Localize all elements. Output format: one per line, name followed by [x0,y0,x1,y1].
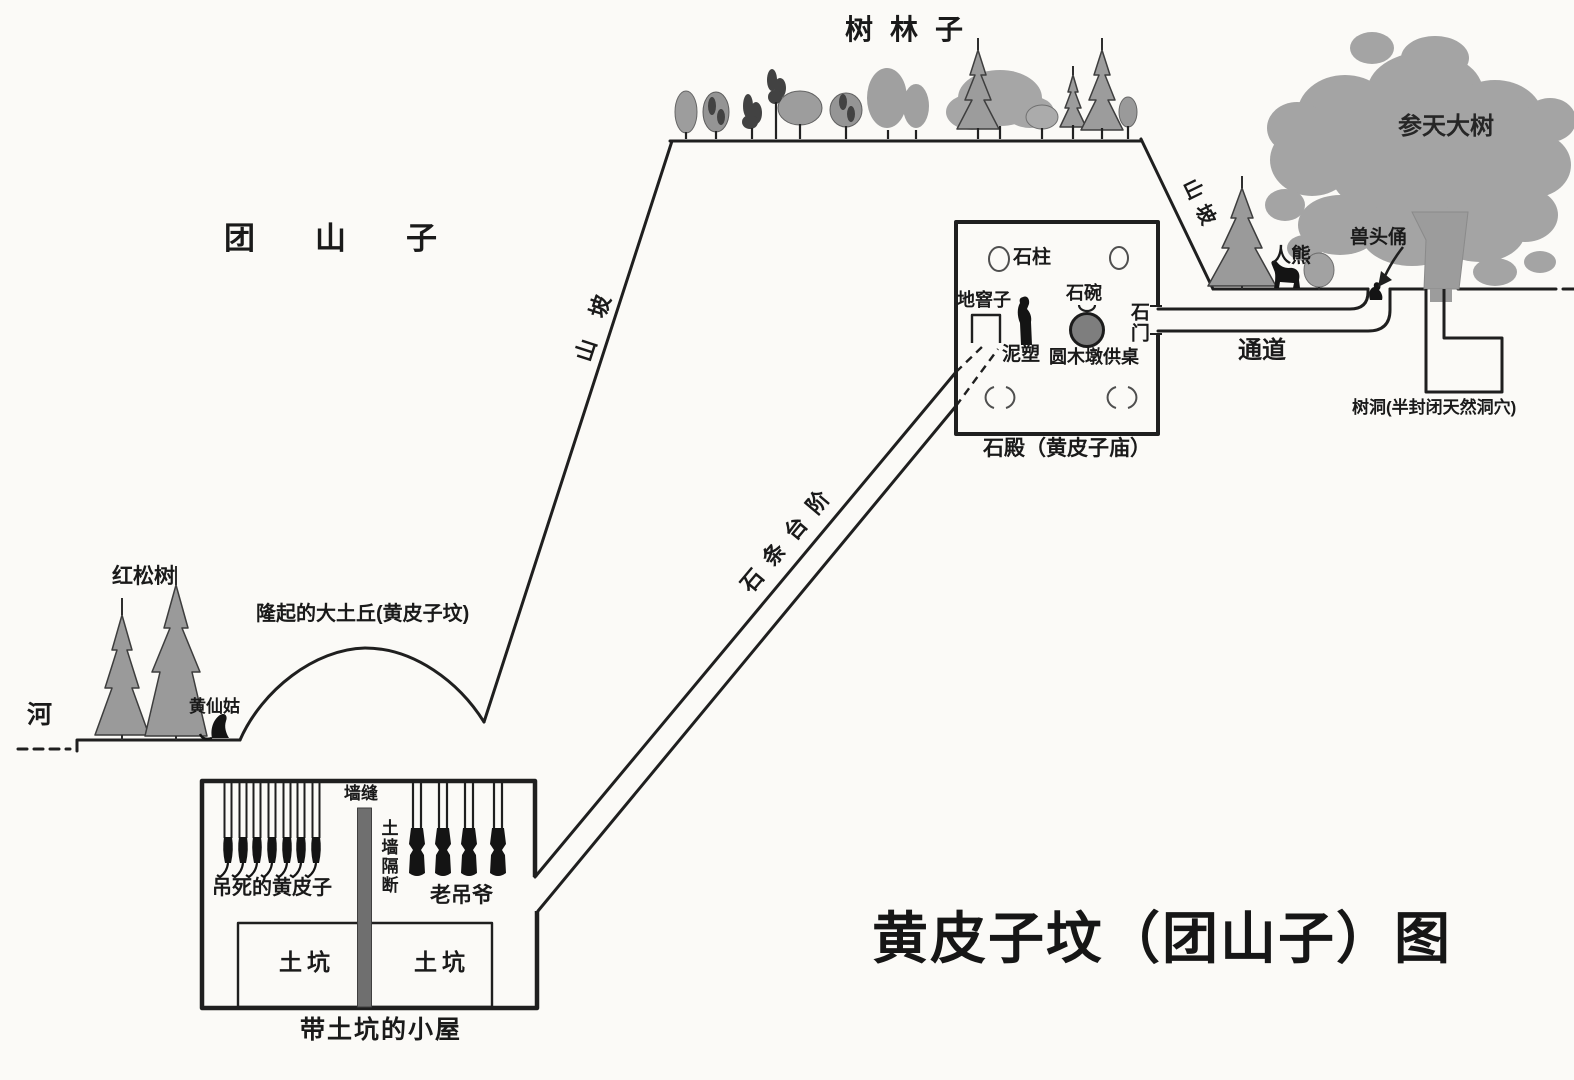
red-pine-icon [94,598,150,740]
wall-crack-label: 墙缝 [342,784,380,804]
yellow-fairy-figure [198,713,229,741]
conifer-tree-icon [956,49,1124,131]
pit-house-caption: 带土坑的小屋 [300,1016,463,1044]
stone-bowl-label: 石碗 [1066,283,1102,303]
giant-tree-canopy [1265,32,1574,286]
river-label: 河 [27,701,53,729]
passage-label: 通道 [1238,337,1286,364]
map-title: 黄皮子坟（团山子）图 [872,909,1452,971]
stone-hall-walls [954,220,1160,436]
partition-wall-bar [357,807,372,1008]
stone-hall-caption: 石殿（黄皮子庙） [983,437,1151,460]
stone-pillar-circles [984,246,1138,409]
stone-steps-lines [533,370,958,913]
cellar-label: 地窨子 [957,290,1011,310]
pit-right-label: 土坑 [414,949,470,975]
hanged-weasel-figures [216,783,321,879]
cloud-tree-icon [777,90,823,126]
pit-house-walls [199,778,540,1011]
stone-door-label: 石门 [1127,302,1149,344]
round-tree-icon [674,90,698,134]
scrub-bush-icon [708,69,855,129]
conifer-spikes [977,38,1103,75]
bear-figure [1271,260,1300,288]
giant-tree-label: 参天大树 [1398,113,1494,140]
giant-tree [1265,32,1574,302]
offering-table-label: 圆木墩供桌 [1049,347,1139,367]
clay-statue-label: 泥塑 [1002,344,1041,365]
beast-head-figurine [1369,282,1383,300]
man-bear-label: 人熊 [1271,245,1311,267]
cellar-dashed-path [955,344,999,407]
beast-head-arrow [1378,246,1405,287]
right-slope-line [1139,137,1215,291]
west-ground-line [75,738,242,753]
clay-statue-figure [1017,296,1032,345]
stone-pillar-label: 石柱 [1013,247,1052,268]
tree-hole-label: 树洞(半封闭天然洞穴) [1352,398,1517,417]
pit-house [199,778,540,1011]
platform-pine-icon [1207,176,1277,289]
passage-tunnel [1156,287,1392,333]
giant-tree-trunk-stub [1430,289,1452,302]
stone-door-ticks [1150,305,1162,335]
forest-label: 树林子 [845,14,981,45]
forest-trunks [684,102,1130,139]
old-hanger-label: 老吊爷 [430,884,493,907]
left-slope-line [482,139,674,724]
low-bush-icon [1025,104,1059,130]
cellar-square [970,313,1002,343]
hanged-weasels-label: 吊死的黄皮子 [212,877,332,899]
grave-mound-label: 隆起的大土丘(黄皮子坟) [256,603,470,625]
stone-hall [954,220,1162,436]
stone-bowl-arc [1077,304,1097,313]
terrain-outline [16,137,1574,753]
grave-mound-arc [238,646,486,742]
double-dome-tree-icon [867,68,929,128]
red-pine-label: 红松树 [112,565,175,588]
mountain-name-label: 团山子 [224,221,497,256]
giant-tree-trunk [1411,211,1469,290]
round-tree-icon [1118,96,1138,128]
old-hanger-figures [409,783,506,876]
red-pine-icon [144,566,208,740]
yellow-fairy-label: 黄仙姑 [189,697,240,716]
platform-bush-icon [1303,252,1335,290]
beast-head-label: 兽头俑 [1350,227,1408,248]
pit-left-label: 土坑 [279,949,335,975]
bushy-tree-icon [702,91,730,133]
wall-partition-label: 土墙隔断 [378,819,398,895]
tree-hole-cavity [1424,289,1504,394]
offering-table-circle [1069,312,1105,348]
forest-trees [674,38,1138,139]
